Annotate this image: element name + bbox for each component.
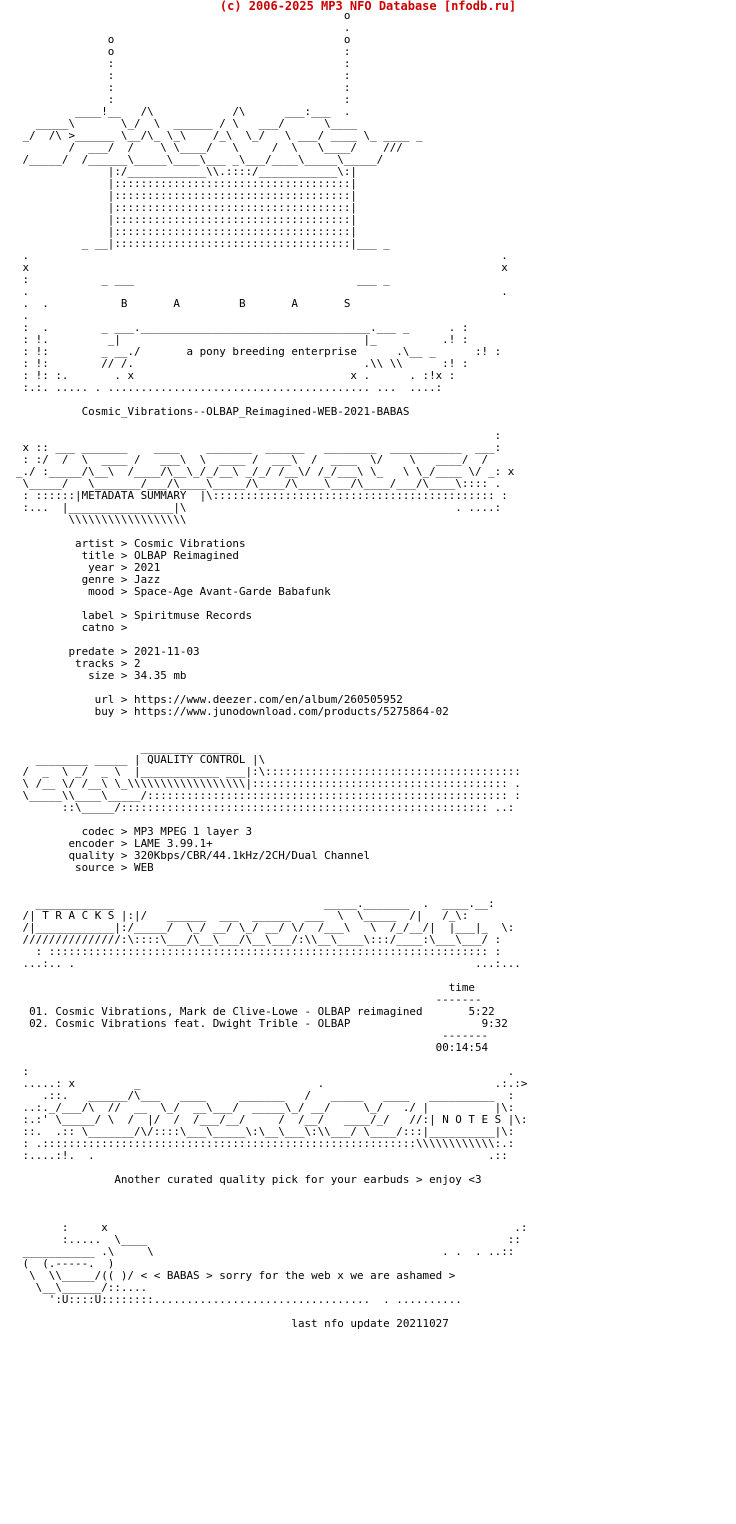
track-2-num: 02. [29,1017,49,1030]
tracks-total: 00:14:54 [435,1041,489,1054]
section-tracks: T R A C K S [42,909,115,922]
quality-encoder: LAME 3.99.1+ [134,837,213,850]
meta-artist: Cosmic Vibrations [134,537,246,550]
meta-predate: 2021-11-03 [134,645,200,658]
track-1-num: 01. [29,1005,49,1018]
meta-title: OLBAP Reimagined [134,549,239,562]
section-quality: QUALITY CONTROL [147,753,246,766]
track-1-time: 5:22 [468,1005,495,1018]
group-letters: B A B A S [120,297,351,310]
tracks-time-header: time [448,981,475,994]
meta-buy[interactable]: https://www.junodownload.com/products/52… [134,705,449,718]
quality-codec: MP3 MPEG 1 layer 3 [134,825,253,838]
meta-year: 2021 [134,561,161,574]
site-header: (c) 2006-2025 MP3 NFO Database [nfodb.ru… [219,0,517,13]
meta-genre: Jazz [134,573,161,586]
meta-label: Spiritmuse Records [134,609,253,622]
track-1-title: Cosmic Vibrations, Mark de Clive-Lowe - … [55,1005,423,1018]
quality-source: WEB [134,861,154,874]
group-tagline: a pony breeding enterprise [186,345,357,358]
release-name: Cosmic_Vibrations--OLBAP_Reimagined-WEB-… [81,405,410,418]
meta-url[interactable]: https://www.deezer.com/en/album/26050595… [134,693,403,706]
meta-mood: Space-Age Avant-Garde Babafunk [134,585,331,598]
footer-sorry: < BABAS > sorry for the web x we are ash… [153,1269,456,1282]
logo-art: o . o o o : : [22,9,423,250]
quality-quality: 320Kbps/CBR/44.1kHz/2CH/Dual Channel [134,849,371,862]
nfo-document: o . o o o : : [16,9,528,1330]
meta-tracks: 2 [134,657,141,670]
track-2-title: Cosmic Vibrations feat. Dwight Trible - … [55,1017,351,1030]
notes-text: Another curated quality pick for your ea… [114,1173,482,1186]
section-notes: N O T E S [442,1113,502,1126]
track-2-time: 9:32 [481,1017,508,1030]
footer-update: last nfo update 20211027 [291,1317,449,1330]
section-metadata: METADATA SUMMARY [81,489,187,502]
meta-size: 34.35 mb [134,669,187,682]
